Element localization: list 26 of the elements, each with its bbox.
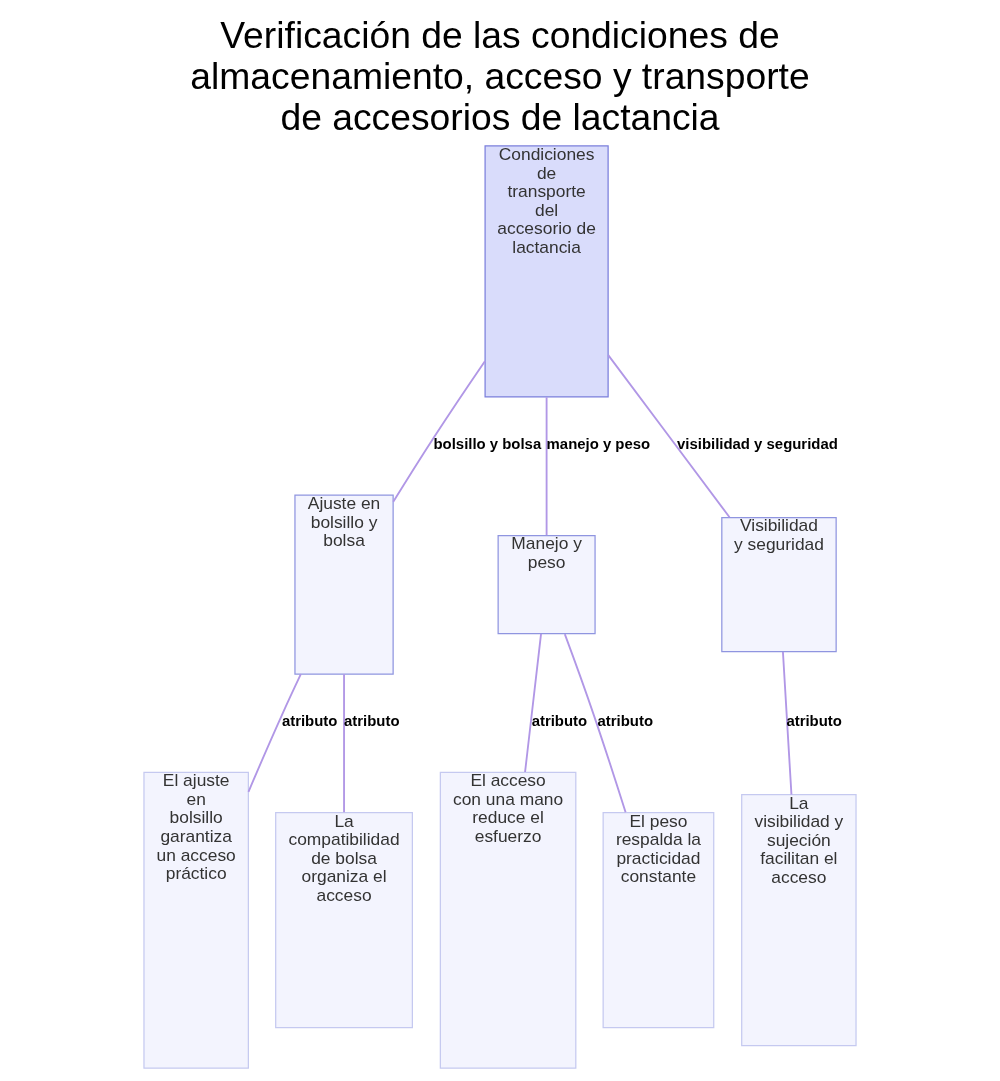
connector [607,354,731,519]
node-box: La visibilidad y sujeción facilitan el acceso [741,794,857,1047]
edge-label: atributo [281,712,338,729]
node-box: Ajuste en bolsillo y bolsa [294,494,394,675]
node-box: El ajuste en bolsillo garantiza un acceso práctico [143,771,249,1069]
node-box: Manejo y peso [497,534,596,635]
connector [392,360,486,503]
edge-label: bolsillo y bolsa [433,435,542,452]
edge-label: manejo y peso [546,435,651,452]
connector [782,651,793,796]
connector [545,396,548,537]
edge-label: atributo [531,712,588,729]
edge-label: atributo [597,712,654,729]
node-box: El peso respalda la practicidad constante [602,812,715,1029]
connector [563,633,627,814]
connector [247,673,302,793]
node-box: La compatibilidad de bolsa organiza el acceso [275,812,413,1029]
node-box: Condiciones de transporte del accesorio de lactancia [484,145,609,398]
node-box: El acceso con una mano reduce el esfuerzo [439,771,577,1069]
diagram-title: Verificación de las condiciones de almacenamiento, acceso y transporte de accesorios de lactancia [190,13,810,138]
connector [524,633,542,773]
edge-label: atributo [786,712,842,729]
edge-label: atributo [344,712,400,729]
node-box: Visibilidad y seguridad [721,516,837,653]
edge-label: visibilidad y seguridad [677,435,838,452]
connector [343,673,345,814]
